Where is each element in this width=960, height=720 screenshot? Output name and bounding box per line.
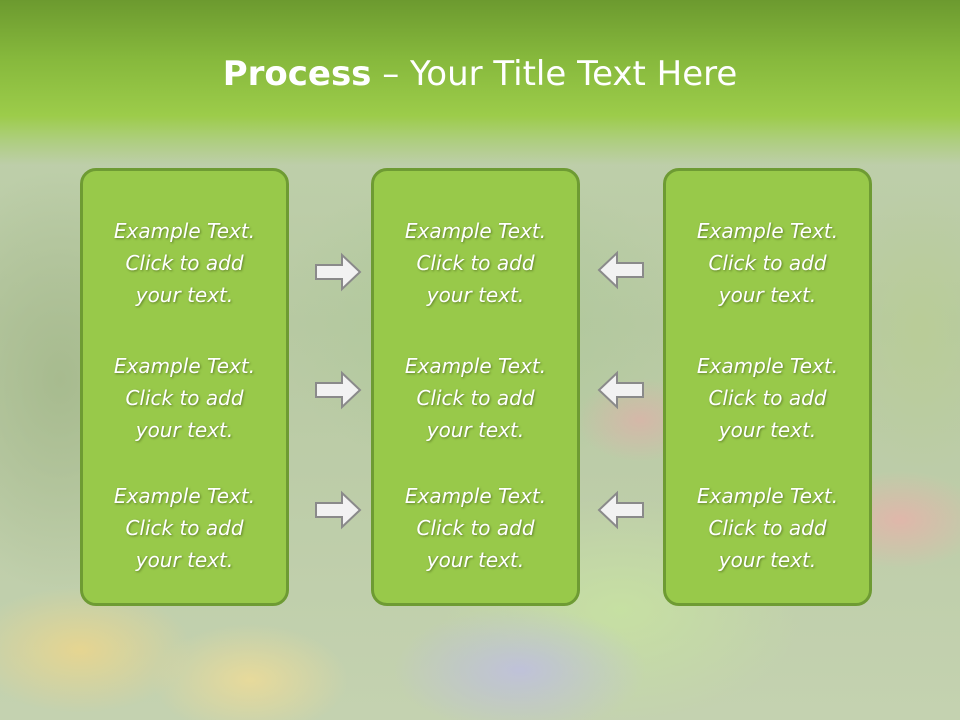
box-text[interactable]: Example Text. Click to add your text. xyxy=(404,484,547,572)
slide-title[interactable]: Process – Your Title Text Here xyxy=(0,52,960,96)
right-arrow-icon xyxy=(315,370,362,410)
left-arrow-icon xyxy=(597,250,644,290)
left-arrow-icon xyxy=(597,370,644,410)
title-bold: Process xyxy=(222,54,372,94)
box-text[interactable]: Example Text. Click to add your text. xyxy=(113,354,256,442)
box-text[interactable]: Example Text. Click to add your text. xyxy=(113,219,256,307)
box-text[interactable]: Example Text. Click to add your text. xyxy=(404,354,547,442)
right-arrow-icon xyxy=(315,490,362,530)
process-box-1[interactable]: Example Text. Click to add your text. Ex… xyxy=(80,168,289,606)
left-arrow-icon xyxy=(597,490,644,530)
process-box-3[interactable]: Example Text. Click to add your text. Ex… xyxy=(663,168,872,606)
box-text[interactable]: Example Text. Click to add your text. xyxy=(696,354,839,442)
process-box-2[interactable]: Example Text. Click to add your text. Ex… xyxy=(371,168,580,606)
box-text[interactable]: Example Text. Click to add your text. xyxy=(404,219,547,307)
box-text[interactable]: Example Text. Click to add your text. xyxy=(113,484,256,572)
box-text[interactable]: Example Text. Click to add your text. xyxy=(696,484,839,572)
header-band xyxy=(0,0,960,165)
box-text[interactable]: Example Text. Click to add your text. xyxy=(696,219,839,307)
title-rest: – Your Title Text Here xyxy=(371,54,738,94)
right-arrow-icon xyxy=(315,252,362,292)
